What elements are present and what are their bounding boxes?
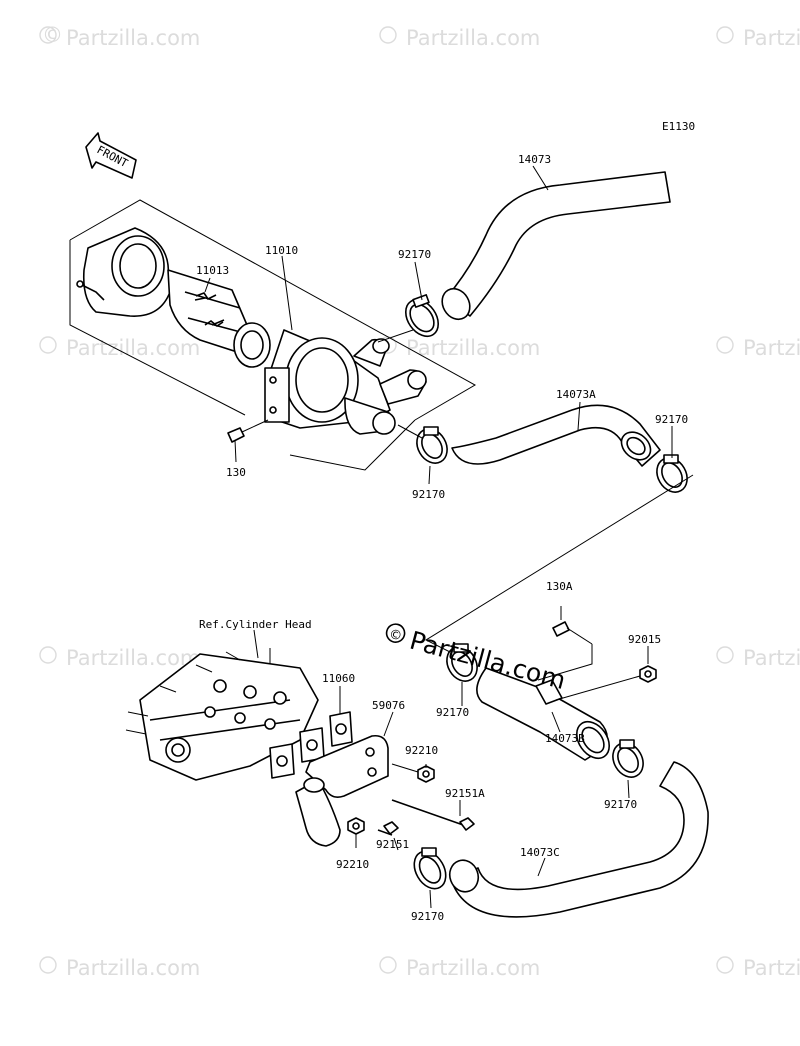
hose-14073a-part	[451, 404, 661, 467]
label-92151a[interactable]: 92151A	[445, 787, 485, 800]
label-11010[interactable]: 11010	[265, 244, 298, 257]
watermark-layer: © Partzilla.com Partzilla.com Partzilla.…	[39, 23, 800, 980]
svg-text:Partzilla.com: Partzilla.com	[743, 646, 800, 670]
ref-cylinder-head-label: Ref.Cylinder Head	[199, 618, 312, 631]
air-filter-element-part	[167, 269, 271, 368]
clamp-92170-c-part	[656, 454, 688, 493]
label-92170-c[interactable]: 92170	[655, 413, 688, 426]
svg-text:©: ©	[387, 627, 403, 645]
svg-text:Partzilla.com: Partzilla.com	[743, 26, 800, 50]
label-92170-f[interactable]: 92170	[411, 910, 444, 923]
svg-text:Partzilla.com: Partzilla.com	[743, 956, 800, 980]
label-130[interactable]: 130	[226, 466, 246, 479]
watermark-low-right: Partzilla.com	[716, 646, 800, 670]
watermark-top-left: © Partzilla.com	[39, 23, 200, 50]
clamp-92170-a-part	[404, 294, 440, 338]
label-11013[interactable]: 11013	[196, 264, 229, 277]
label-92210-b[interactable]: 92210	[336, 858, 369, 871]
hose-14073-part	[441, 171, 671, 321]
svg-text:©: ©	[42, 23, 63, 47]
watermark-bottom-mid: Partzilla.com	[379, 956, 540, 980]
watermark-bottom-right: Partzilla.com	[716, 956, 800, 980]
nut-92015-part	[555, 646, 657, 701]
svg-text:Partzilla.com: Partzilla.com	[66, 646, 200, 670]
label-14073a[interactable]: 14073A	[556, 388, 596, 401]
stud-92151-part	[377, 821, 399, 851]
svg-text:Partzilla.com: Partzilla.com	[66, 956, 200, 980]
pipe-14073b-part	[476, 667, 611, 761]
watermark-mid-left: Partzilla.com	[39, 336, 200, 360]
air-cleaner-cap-part	[76, 227, 171, 317]
diagram-code: E1130	[662, 120, 695, 133]
label-59076[interactable]: 59076	[372, 699, 405, 712]
air-cleaner-housing-part	[264, 329, 427, 435]
watermark-top-right: Partzilla.com	[716, 26, 800, 50]
clamp-92170-e-part	[612, 739, 644, 778]
watermark-mid-right: Partzilla.com	[716, 336, 800, 360]
watermark-bottom-left: Partzilla.com	[39, 956, 200, 980]
bolt-130a-part	[537, 606, 593, 681]
air-cleaner-assembly	[69, 199, 477, 471]
nut-92210-b-part	[347, 817, 365, 848]
nut-92210-a-part	[391, 763, 435, 783]
clamp-92170-f-part	[413, 847, 447, 890]
label-14073c[interactable]: 14073C	[520, 846, 560, 859]
label-92170-a[interactable]: 92170	[398, 248, 431, 261]
watermark-low-left: Partzilla.com	[39, 646, 200, 670]
part-labels: 14073 11010 11013 92170 130 92170 14073A…	[196, 153, 688, 923]
svg-text:Partzilla.com: Partzilla.com	[406, 26, 540, 50]
label-92015[interactable]: 92015	[628, 633, 661, 646]
center-watermark: © Partzilla.com	[385, 623, 569, 695]
label-92170-d[interactable]: 92170	[436, 706, 469, 719]
label-14073b[interactable]: 14073B	[545, 732, 585, 745]
label-92170-e[interactable]: 92170	[604, 798, 637, 811]
label-11060[interactable]: 11060	[322, 672, 355, 685]
bolt-130-part	[227, 419, 269, 443]
watermark-mid-center: Partzilla.com	[379, 336, 540, 360]
svg-text:Partzilla.com: Partzilla.com	[66, 336, 200, 360]
svg-text:Partzilla.com: Partzilla.com	[406, 956, 540, 980]
stud-92151a-part	[391, 799, 475, 831]
svg-text:Partzilla.com: Partzilla.com	[66, 26, 200, 50]
svg-text:Partzilla.com: Partzilla.com	[406, 336, 540, 360]
label-14073[interactable]: 14073	[518, 153, 551, 166]
manifold-59076-part	[295, 734, 389, 847]
label-92210-a[interactable]: 92210	[405, 744, 438, 757]
label-92170-b[interactable]: 92170	[412, 488, 445, 501]
front-arrow-icon: FRONT	[85, 132, 137, 179]
clamp-92170-b-part	[416, 426, 448, 464]
leader-lines	[204, 165, 673, 909]
label-130a[interactable]: 130A	[546, 580, 573, 593]
watermark-top-mid: Partzilla.com	[379, 26, 540, 50]
svg-text:Partzilla.com: Partzilla.com	[743, 336, 800, 360]
label-92151[interactable]: 92151	[376, 838, 409, 851]
clamp-92170-d-part	[446, 643, 478, 682]
hose-14073c-part	[448, 761, 709, 918]
gasket-11060-part	[269, 711, 353, 779]
